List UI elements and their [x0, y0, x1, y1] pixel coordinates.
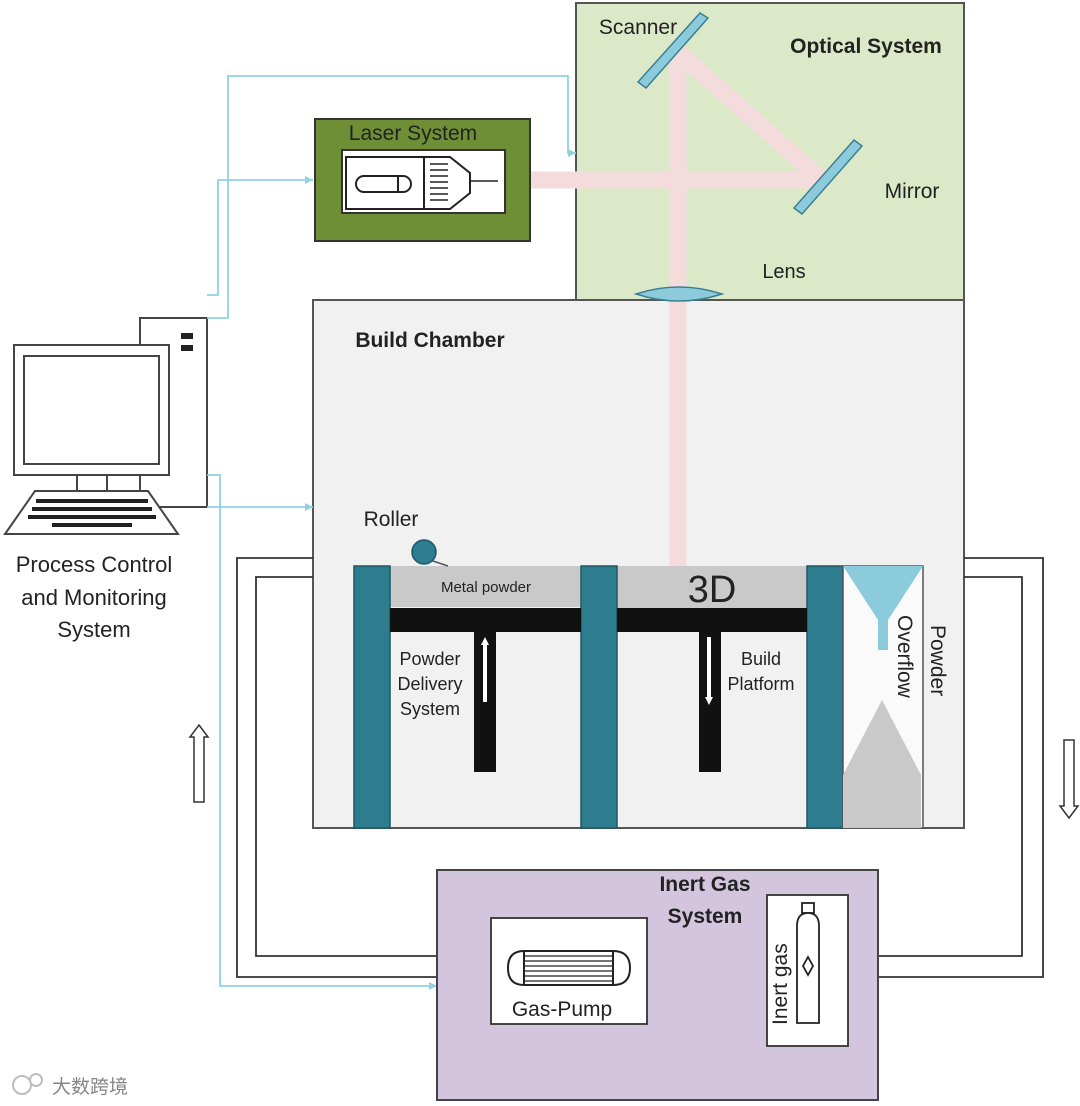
powder-overflow-word2: Overflow [893, 615, 916, 699]
lens-label: Lens [762, 261, 805, 283]
mirror-element [792, 138, 864, 216]
overflow-pile [843, 700, 921, 828]
computer-label-line3: System [57, 617, 130, 642]
powder-delivery-piston [390, 608, 581, 772]
inert-gas-system: Inert Gas System Gas-Pump Inert gas [436, 869, 879, 1101]
laser-device-icon [345, 156, 498, 210]
part-3d-label: 3D [688, 569, 737, 611]
flow-arrow-down [1058, 739, 1080, 820]
metal-powder-label: Metal powder [441, 579, 531, 596]
powder-overflow: Powder Overflow [842, 565, 949, 829]
powder-overflow-word1: Powder [926, 625, 949, 696]
keyboard-keys [28, 499, 156, 527]
watermark-text: 大数跨境 [52, 1076, 128, 1098]
wall-middle [580, 565, 618, 829]
powder-delivery-line3: System [400, 699, 460, 719]
powder-delivery-line1: Powder [399, 649, 460, 669]
computer-label-line2: and Monitoring [21, 585, 167, 610]
mirror-label: Mirror [885, 180, 940, 203]
inert-gas-bottle-label: Inert gas [769, 943, 792, 1025]
build-powder-bed: 3D [616, 566, 808, 611]
gas-pump-label: Gas-Pump [512, 998, 612, 1021]
flow-arrow-up [188, 723, 210, 803]
roller: Roller [364, 508, 449, 567]
laser-system-title: Laser System [349, 122, 477, 145]
build-platform-line2: Platform [727, 674, 794, 694]
scanner-element [636, 12, 710, 90]
watermark: 大数跨境 [12, 1073, 128, 1098]
build-chamber-title: Build Chamber [355, 329, 504, 352]
metal-powder-bed: Metal powder [390, 566, 582, 607]
laser-system: Laser System [314, 118, 531, 242]
gas-pump-icon [506, 949, 632, 987]
inert-gas-title-line2: System [668, 905, 743, 928]
signal-arrowheads [305, 149, 576, 990]
powder-delivery-line2: Delivery [397, 674, 462, 694]
wall-left [353, 565, 391, 829]
roller-icon [411, 539, 437, 565]
gas-loop-lines [236, 557, 1044, 982]
optical-system-title: Optical System [790, 35, 942, 58]
chamber-walls [353, 565, 844, 829]
optical-system-box [575, 2, 965, 301]
optical-system: Optical System Scanner Mirror Lens [575, 2, 965, 301]
laser-beam [530, 45, 828, 566]
inert-gas-title-line1: Inert Gas [659, 873, 750, 896]
computer-label-line1: Process Control [16, 552, 173, 577]
build-platform-piston [617, 608, 807, 772]
build-platform-line1: Build [741, 649, 781, 669]
gas-cylinder-icon [796, 902, 820, 1024]
roller-label: Roller [364, 508, 419, 531]
lens-element [633, 286, 725, 302]
computer-icon [3, 317, 208, 535]
funnel-icon [843, 566, 923, 650]
scanner-label: Scanner [599, 16, 677, 39]
wall-right [806, 565, 844, 829]
